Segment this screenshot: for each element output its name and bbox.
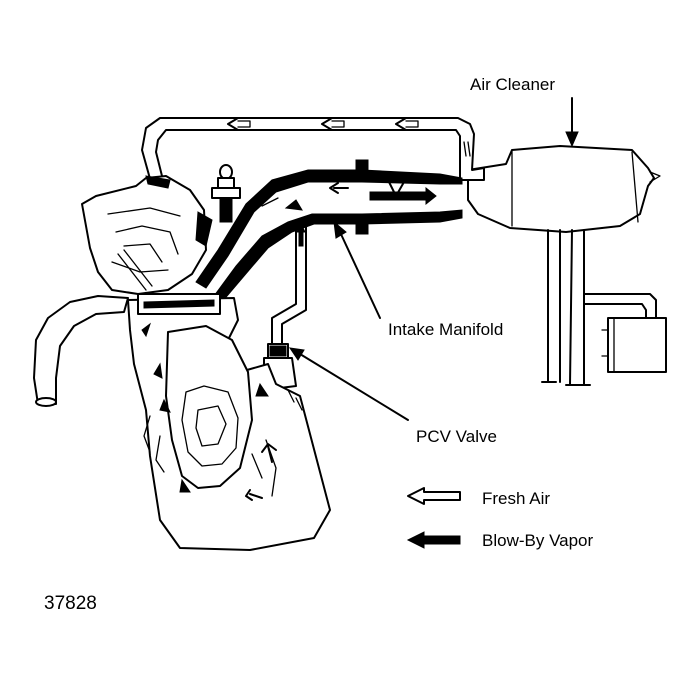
breather-fitting <box>211 164 241 223</box>
blow-by-vapor-legend-label: Blow-By Vapor <box>482 531 594 550</box>
engine-block <box>33 175 331 551</box>
pcv-hose <box>271 219 307 349</box>
intake-manifold-pointer <box>333 220 381 319</box>
intake-manifold <box>195 159 463 303</box>
pcv-valve-pointer <box>288 347 409 421</box>
figure-number: 37828 <box>44 593 97 614</box>
fresh-air-legend-label: Fresh Air <box>482 489 550 508</box>
air-cleaner <box>467 145 661 386</box>
air-cleaner-pointer <box>565 97 579 148</box>
pcv-valve-label: PCV Valve <box>416 427 497 446</box>
blow-by-vapor-legend-icon <box>406 531 461 549</box>
vapor-canister <box>583 293 667 373</box>
air-cleaner-label: Air Cleaner <box>470 75 555 94</box>
legend: Fresh Air Blow-By Vapor <box>406 487 594 550</box>
fresh-air-hose <box>141 117 485 187</box>
intake-manifold-label: Intake Manifold <box>388 320 503 339</box>
fresh-air-legend-icon <box>407 487 461 505</box>
